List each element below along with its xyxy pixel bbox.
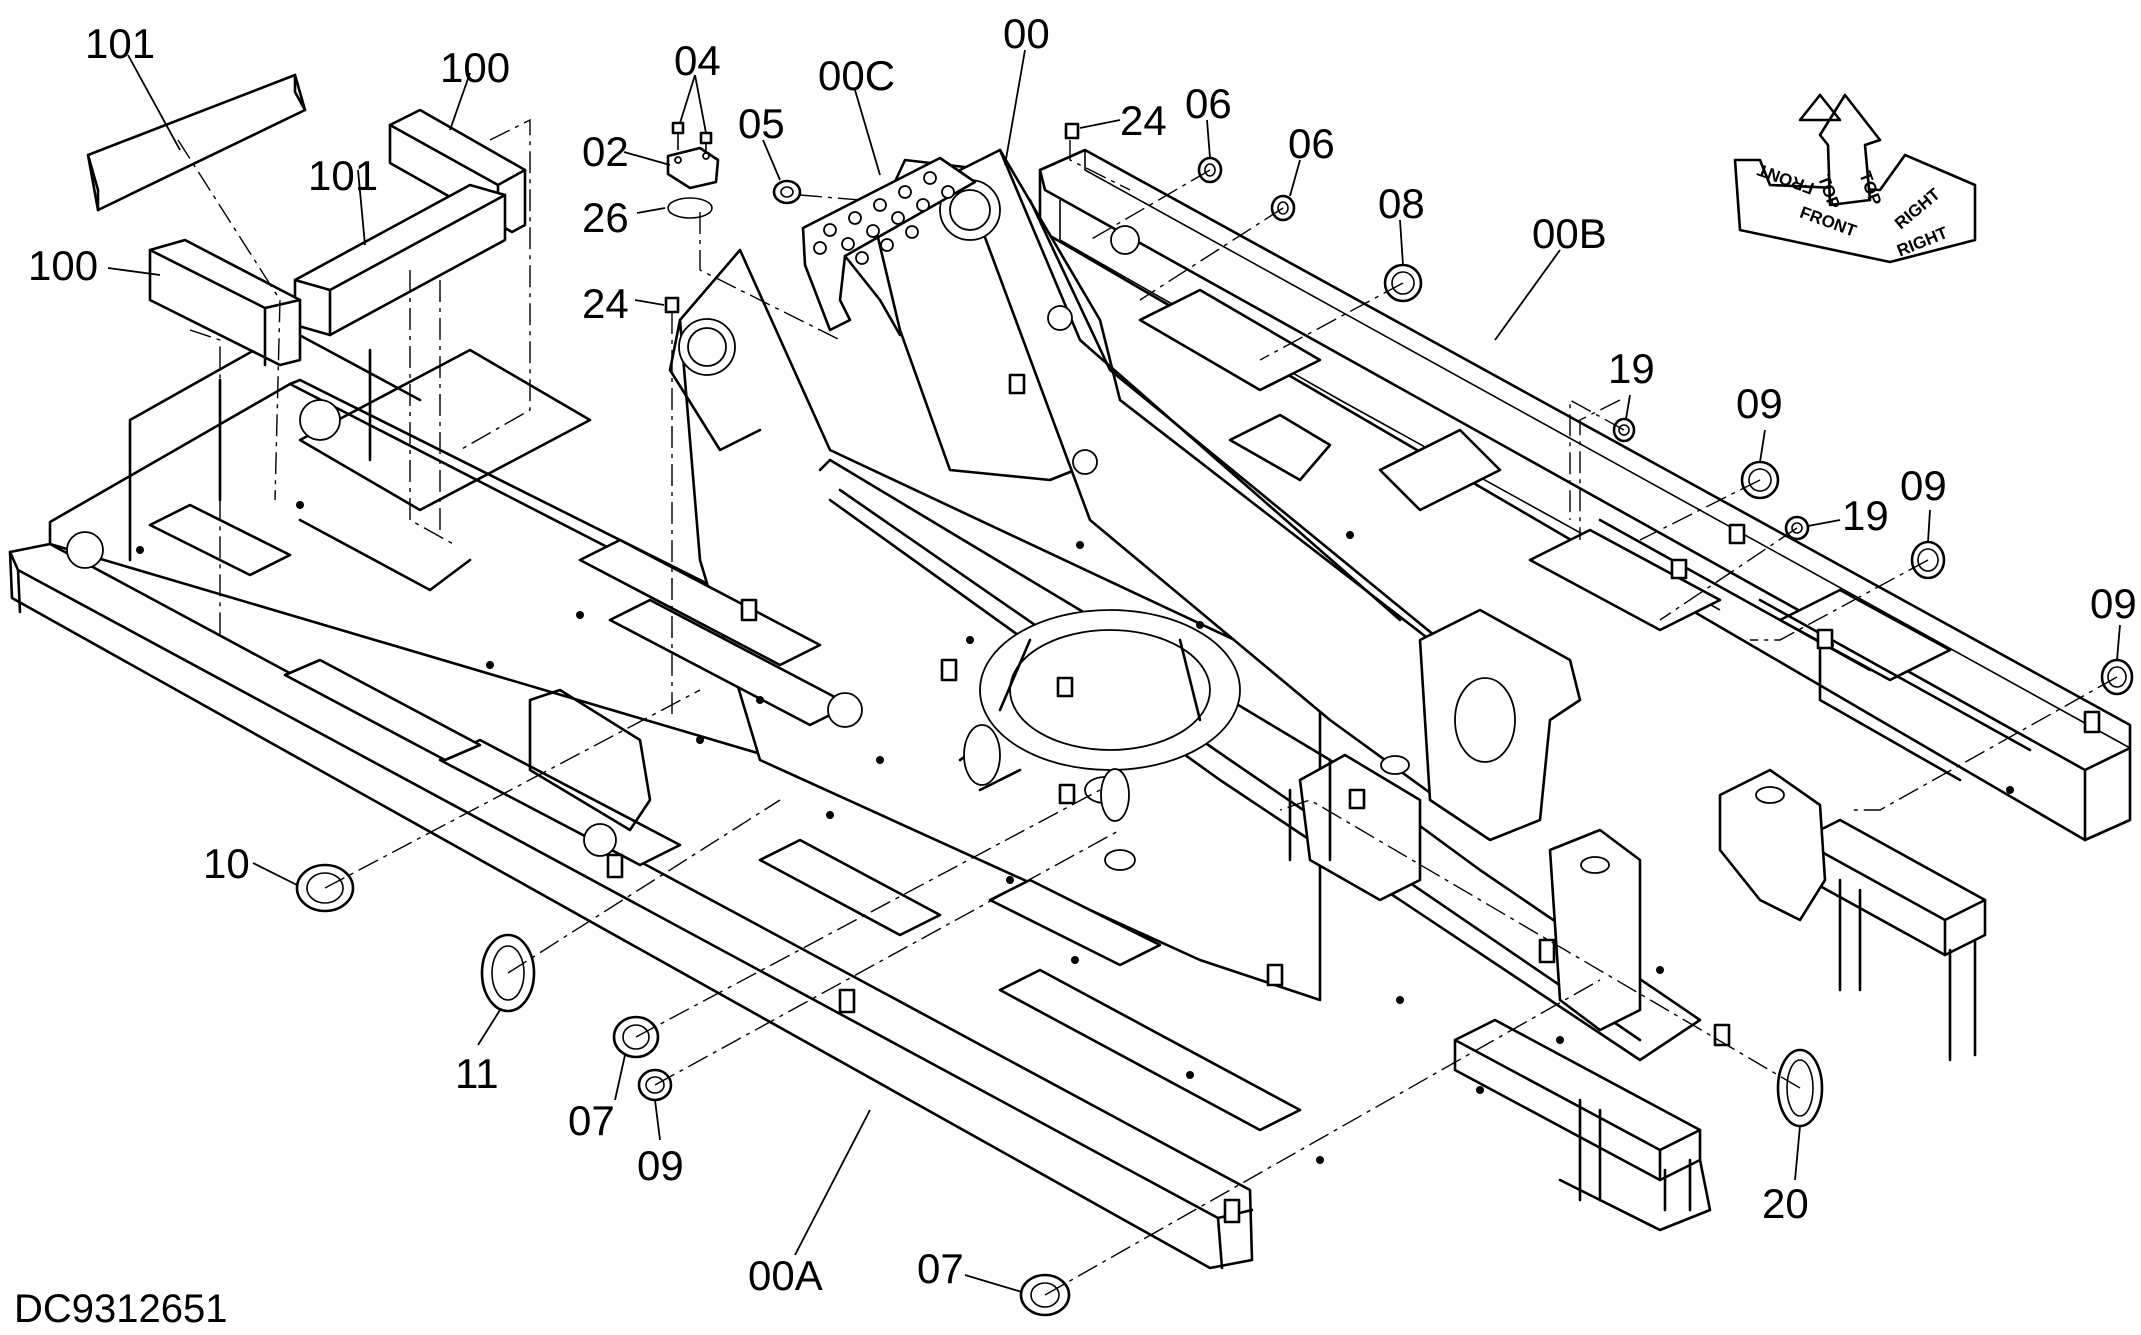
callout-11: 11 xyxy=(455,1050,499,1097)
callout-19-a: 19 xyxy=(1608,345,1655,392)
callout-00A: 00A xyxy=(748,1252,823,1299)
callout-101-mid: 101 xyxy=(308,152,378,199)
assembly-lines xyxy=(177,118,2118,1296)
swing-ring xyxy=(979,609,1241,771)
grommet-05 xyxy=(772,179,802,205)
callout-09-b: 09 xyxy=(1900,462,1947,509)
rear-mount-beam xyxy=(1453,818,1987,1232)
callout-09-c: 09 xyxy=(2090,580,2137,627)
step-plate-00C xyxy=(801,156,977,337)
callout-labels: 101 100 101 100 04 02 26 24 00C 05 00 24… xyxy=(28,10,2137,1299)
foam-block-101-top xyxy=(86,73,307,212)
foam-block-100-left xyxy=(148,238,302,367)
right-deck xyxy=(1047,225,2032,782)
callout-09-d: 09 xyxy=(637,1142,684,1189)
callout-07-a: 07 xyxy=(568,1097,615,1144)
rear-box xyxy=(1288,608,1827,1032)
upper-frame-body xyxy=(8,148,2132,1270)
callout-00C: 00C xyxy=(818,52,895,99)
plug-24-upper xyxy=(1064,122,1080,140)
orientation-indicator: FRONT FRONT TOP TOP RIGHT RIGHT xyxy=(1733,93,1977,264)
leader-lines xyxy=(107,49,2121,1293)
callout-02: 02 xyxy=(582,128,629,175)
brackets xyxy=(606,373,2101,1224)
callout-07-b: 07 xyxy=(917,1245,964,1292)
drawing-code: DC9312651 xyxy=(14,1287,228,1331)
callout-00B: 00B xyxy=(1532,210,1607,257)
callout-06-a: 06 xyxy=(1185,80,1232,127)
callout-04: 04 xyxy=(674,37,721,84)
callout-06-b: 06 xyxy=(1288,120,1335,167)
callout-20: 20 xyxy=(1762,1180,1809,1227)
callout-00: 00 xyxy=(1003,10,1050,57)
callout-101-top: 101 xyxy=(85,20,155,67)
callout-08: 08 xyxy=(1378,180,1425,227)
bolts-04 xyxy=(671,121,713,154)
callout-10: 10 xyxy=(203,840,250,887)
callout-05: 05 xyxy=(738,100,785,147)
plug-24-lower xyxy=(664,296,680,314)
callout-09-a: 09 xyxy=(1736,380,1783,427)
callout-26: 26 xyxy=(582,194,629,241)
left-deck xyxy=(66,328,1302,1132)
o-ring-26 xyxy=(667,197,713,219)
callout-24-lower: 24 xyxy=(582,280,629,327)
cover-plate-02 xyxy=(666,146,720,190)
callout-100-left: 100 xyxy=(28,242,98,289)
foam-block-101-mid xyxy=(293,183,507,337)
callout-100-top: 100 xyxy=(440,44,510,91)
callout-24-upper: 24 xyxy=(1120,97,1167,144)
callout-19-b: 19 xyxy=(1842,492,1889,539)
